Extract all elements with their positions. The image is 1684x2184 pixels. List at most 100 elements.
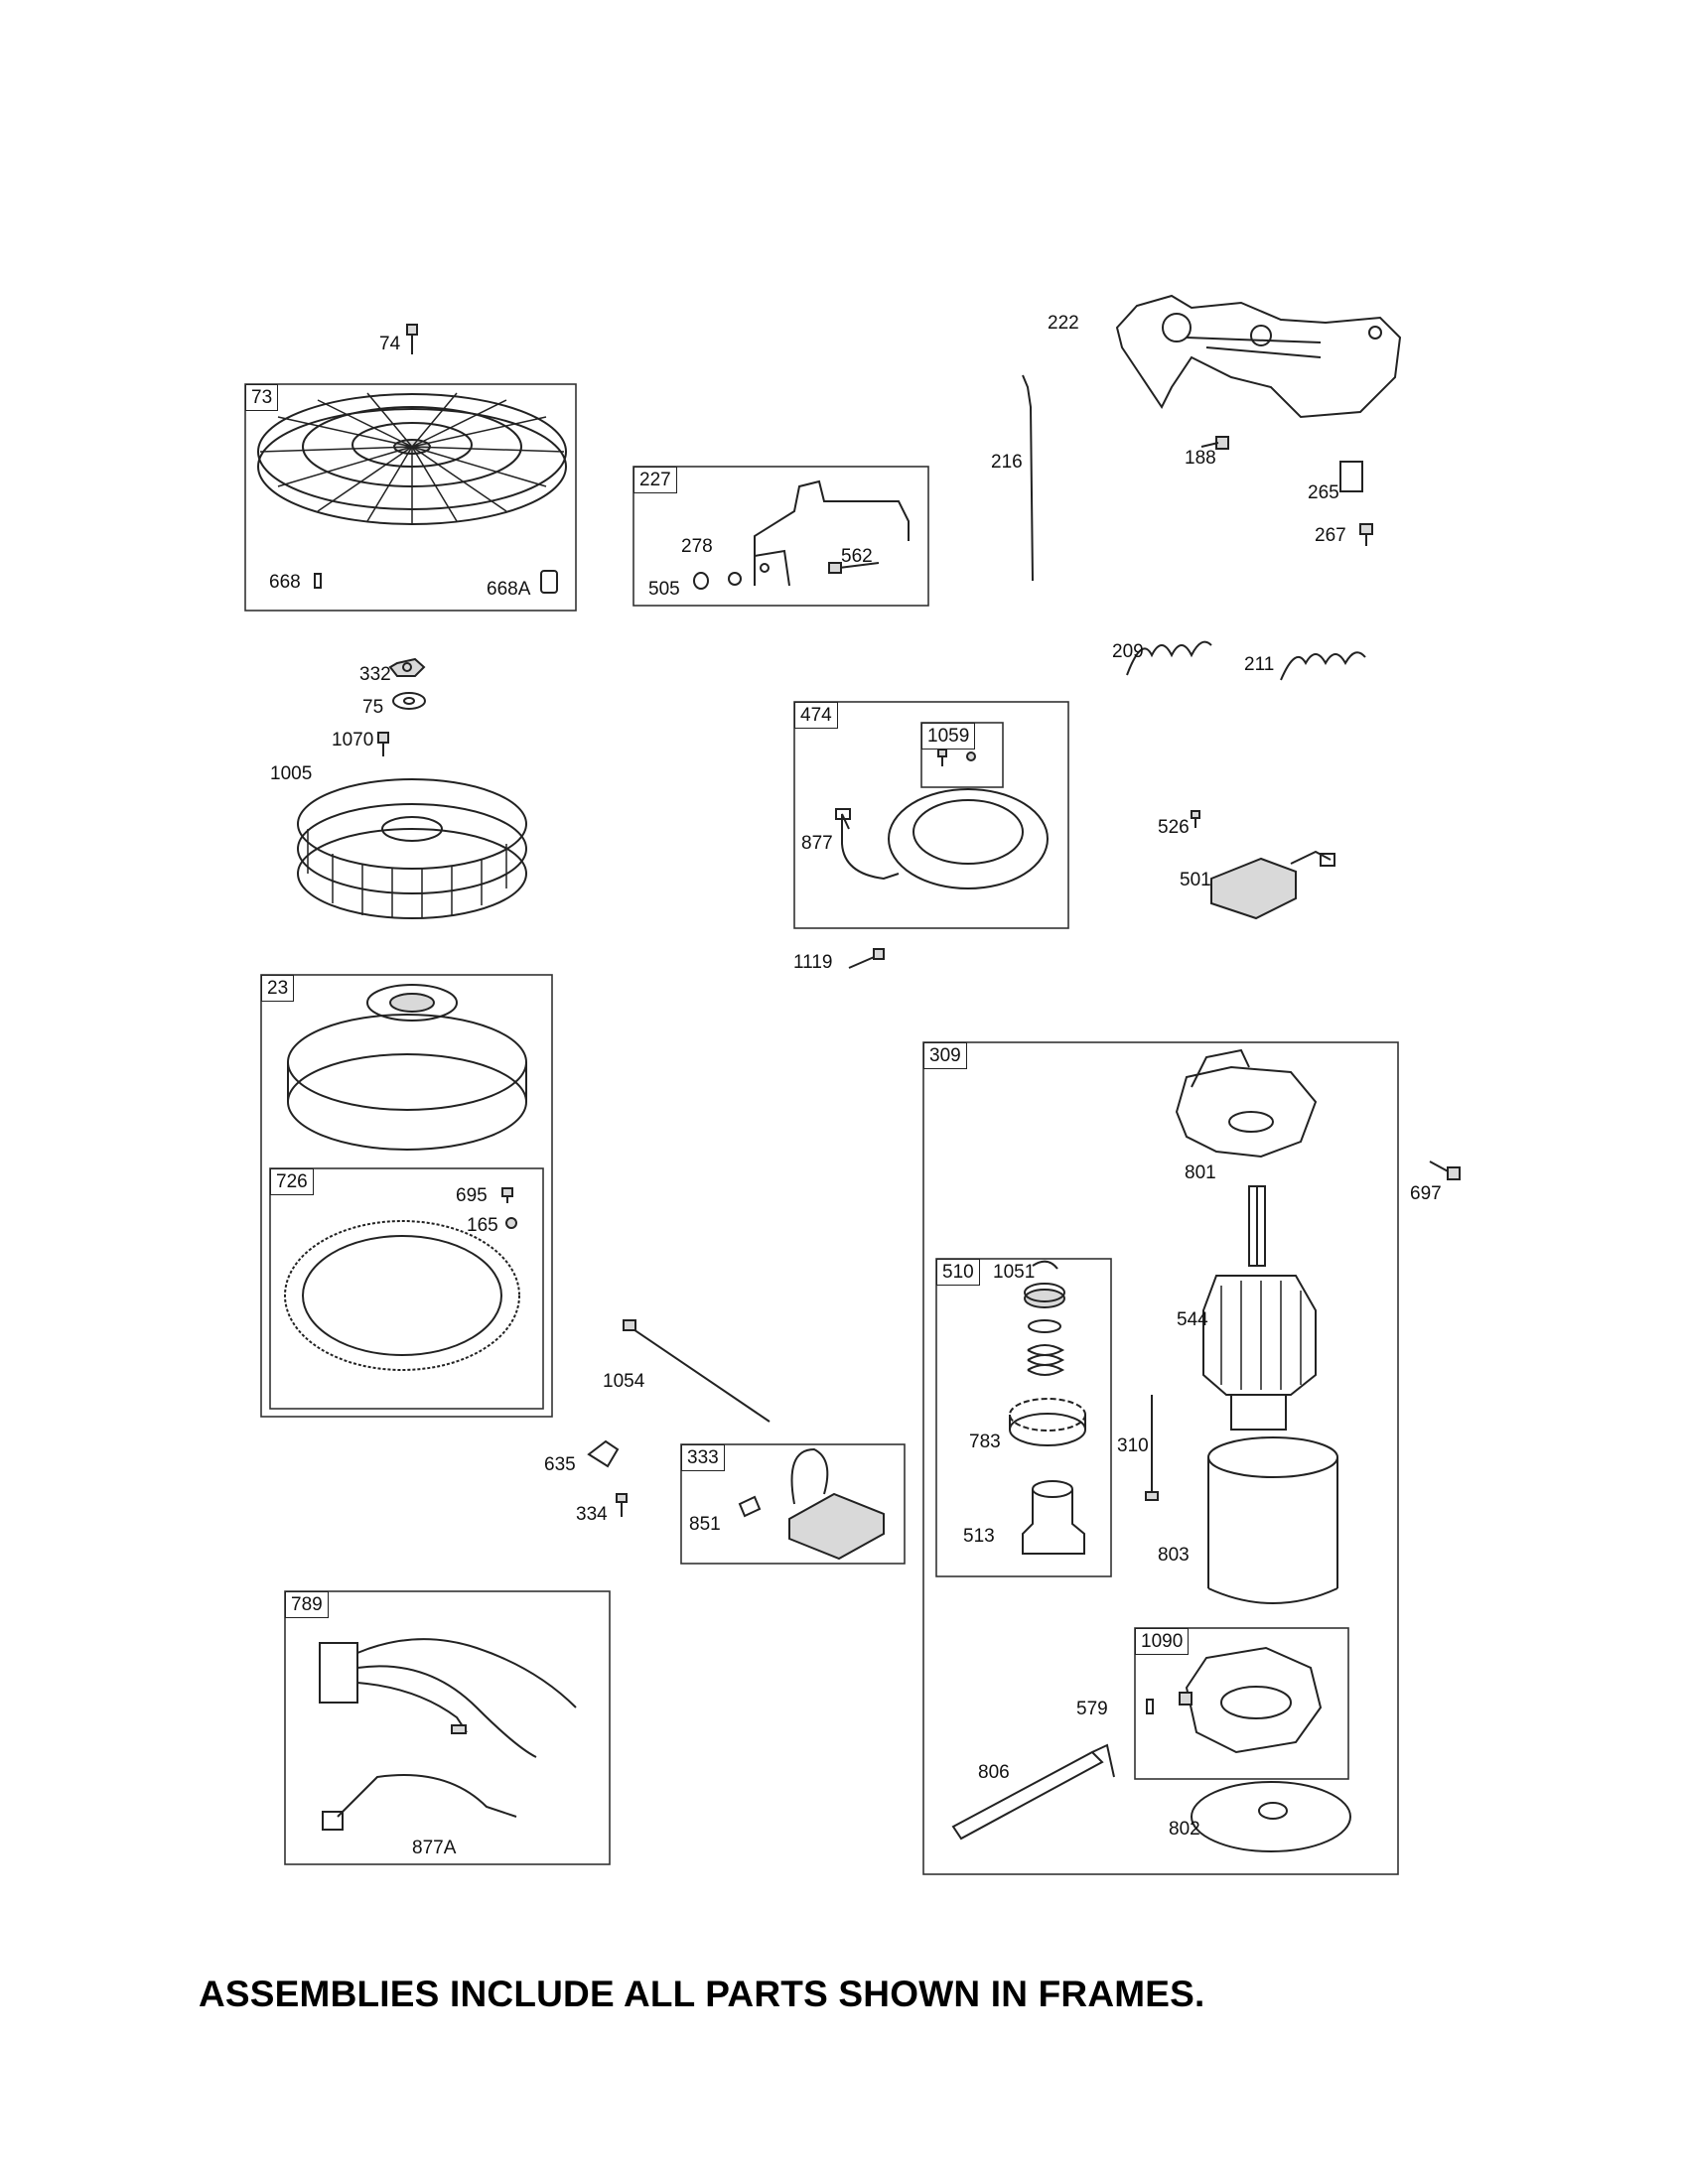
brush-assembly-1090 <box>1179 1646 1323 1754</box>
screw-526 <box>1191 810 1200 828</box>
clip-579 <box>1146 1699 1154 1714</box>
drive-spring <box>1027 1344 1065 1376</box>
spring-211 <box>1280 651 1366 681</box>
pin-668 <box>314 573 322 589</box>
blower-screen-73 <box>257 392 567 525</box>
frame-726-border <box>269 1167 544 1410</box>
label-1051: 1051 <box>993 1262 1036 1283</box>
bolt-310 <box>1145 1395 1159 1501</box>
spring-209 <box>1126 640 1212 676</box>
cable-tie-1054 <box>623 1319 771 1423</box>
screw-1059 <box>937 749 947 766</box>
label-783: 783 <box>969 1432 1001 1452</box>
wire-harness-789 <box>319 1638 577 1831</box>
washer-75 <box>392 692 426 710</box>
washer-1059 <box>966 751 976 761</box>
label-216: 216 <box>991 452 1023 473</box>
frame-tag-309: 309 <box>923 1042 967 1069</box>
frame-tag-1059: 1059 <box>921 723 976 750</box>
frame-23-border <box>260 974 553 1418</box>
retainer-1051 <box>1032 1260 1058 1270</box>
label-1054: 1054 <box>603 1371 645 1392</box>
label-501: 501 <box>1180 870 1211 890</box>
pinion-gear-783 <box>1009 1398 1086 1446</box>
screw-74 <box>406 324 418 354</box>
label-209: 209 <box>1112 641 1144 662</box>
screw-1119 <box>848 948 885 969</box>
label-188: 188 <box>1185 448 1216 469</box>
frame-tag-23: 23 <box>261 975 295 1002</box>
frame-tag-227: 227 <box>633 467 677 493</box>
label-211: 211 <box>1244 654 1275 675</box>
label-851: 851 <box>689 1514 721 1535</box>
drive-assembly-513 <box>1022 1480 1085 1555</box>
label-332: 332 <box>359 664 391 685</box>
end-plate-802 <box>1191 1781 1351 1852</box>
frame-tag-474: 474 <box>794 702 838 729</box>
label-165: 165 <box>467 1215 498 1236</box>
label-526: 526 <box>1158 817 1190 838</box>
label-635: 635 <box>544 1454 576 1475</box>
governor-control-222 <box>1115 294 1402 419</box>
label-265: 265 <box>1308 482 1339 503</box>
label-267: 267 <box>1315 525 1346 546</box>
label-697: 697 <box>1410 1183 1442 1204</box>
frame-333-border <box>680 1443 906 1565</box>
regulator-501 <box>1210 850 1335 920</box>
label-579: 579 <box>1076 1699 1108 1719</box>
frame-tag-73: 73 <box>245 384 279 411</box>
frame-tag-333: 333 <box>681 1444 725 1471</box>
end-cap-801 <box>1175 1048 1318 1159</box>
label-513: 513 <box>963 1526 995 1547</box>
label-74: 74 <box>379 334 401 354</box>
terminal-635 <box>587 1439 620 1468</box>
bracket-227 <box>693 479 910 590</box>
flywheel-23 <box>287 984 527 1151</box>
label-877A: 877A <box>412 1838 457 1858</box>
label-1070: 1070 <box>332 730 374 751</box>
frame-tag-1090: 1090 <box>1135 1628 1190 1655</box>
frame-510-border <box>935 1258 1112 1577</box>
label-75: 75 <box>362 697 384 718</box>
nut-165 <box>505 1217 517 1229</box>
label-1005: 1005 <box>270 763 313 784</box>
strap-806 <box>951 1743 1115 1841</box>
label-806: 806 <box>978 1762 1010 1783</box>
frame-1090-border <box>1134 1627 1349 1780</box>
screw-188 <box>1200 436 1229 450</box>
armature-544 <box>1202 1185 1317 1431</box>
label-544: 544 <box>1177 1309 1208 1330</box>
frame-73-border <box>244 383 577 612</box>
label-801: 801 <box>1185 1162 1216 1183</box>
label-278: 278 <box>681 536 713 557</box>
assemblies-note: ASSEMBLIES INCLUDE ALL PARTS SHOWN IN FR… <box>199 1974 1205 2014</box>
frame-789-border <box>284 1590 611 1865</box>
frame-309-border <box>922 1041 1399 1875</box>
screw-334 <box>616 1493 628 1517</box>
label-505: 505 <box>648 579 680 600</box>
label-695: 695 <box>456 1185 488 1206</box>
screw-1070 <box>377 732 389 756</box>
frame-tag-789: 789 <box>285 1591 329 1618</box>
retainer-668A <box>540 570 558 594</box>
frame-474-border <box>793 701 1069 929</box>
label-668A: 668A <box>487 579 531 600</box>
stator-474 <box>835 788 1049 889</box>
ignition-coil-333 <box>738 1447 885 1561</box>
housing-803 <box>1207 1436 1338 1604</box>
label-802: 802 <box>1169 1819 1200 1840</box>
label-877: 877 <box>801 833 833 854</box>
screw-697 <box>1429 1160 1461 1180</box>
ring-gear-726 <box>284 1220 520 1371</box>
screw-695 <box>501 1187 513 1203</box>
label-310: 310 <box>1117 1435 1149 1456</box>
link-rod-216 <box>1022 374 1034 582</box>
frame-227-border <box>632 466 929 607</box>
label-222: 222 <box>1048 313 1079 334</box>
drive-cap <box>1024 1283 1065 1333</box>
frame-tag-510: 510 <box>936 1259 980 1286</box>
fan-1005 <box>297 778 527 919</box>
label-1119: 1119 <box>793 952 833 973</box>
screw-267 <box>1359 523 1373 546</box>
label-334: 334 <box>576 1504 608 1525</box>
